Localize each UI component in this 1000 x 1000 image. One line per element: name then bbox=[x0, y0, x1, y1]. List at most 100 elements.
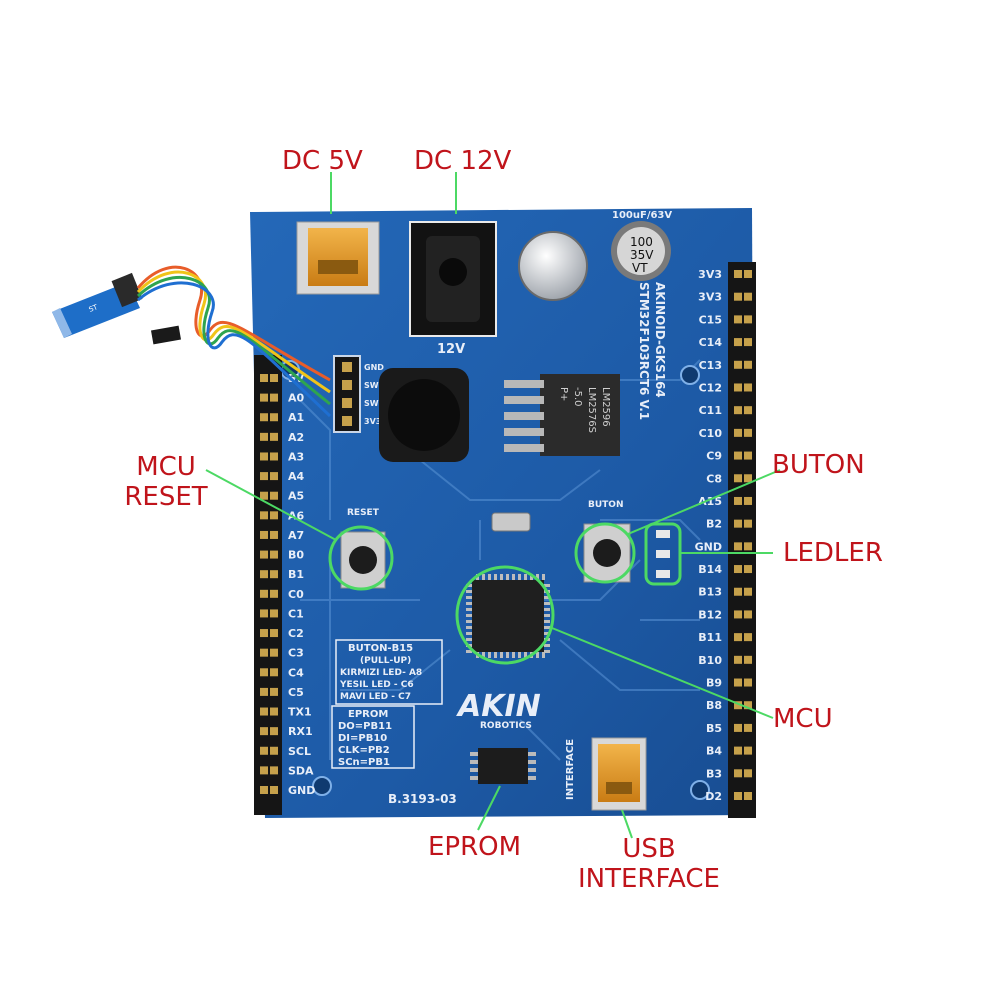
status-leds bbox=[656, 530, 670, 578]
callout-ledler: LEDLER bbox=[783, 538, 883, 568]
callout-mcu: MCU bbox=[773, 704, 833, 734]
header-pin bbox=[270, 530, 278, 539]
right-pin-label: B9 bbox=[706, 677, 722, 690]
regulator-text: P+ bbox=[558, 387, 569, 401]
header-pin bbox=[734, 292, 742, 301]
right-pin-label: 3V3 bbox=[698, 268, 722, 281]
header-pin bbox=[260, 530, 268, 539]
header-pin bbox=[260, 511, 268, 520]
right-pin-label: B4 bbox=[706, 745, 722, 758]
header-pin bbox=[744, 565, 752, 574]
swd-pin-label: SWD bbox=[364, 399, 386, 408]
header-pin bbox=[734, 701, 742, 710]
header-pin bbox=[260, 668, 268, 677]
info-box-line: (PULL-UP) bbox=[360, 656, 411, 666]
model-line-2: STM32F103RCT6 V.1 bbox=[637, 282, 651, 420]
eprom-info-line: DI=PB10 bbox=[338, 733, 387, 744]
header-pin bbox=[734, 542, 742, 551]
left-pin-label: A1 bbox=[288, 411, 304, 424]
user-button bbox=[583, 523, 631, 583]
info-box-line: MAVI LED - C7 bbox=[340, 692, 411, 702]
akin-logo: AKIN bbox=[456, 689, 541, 724]
left-pin-label: A3 bbox=[288, 450, 304, 463]
header-pin bbox=[734, 406, 742, 415]
swd-pin-label: GND bbox=[364, 363, 384, 372]
callout-usb-line1: USB bbox=[622, 834, 676, 864]
mcu-pin bbox=[536, 652, 539, 658]
callout-usb-line2: INTERFACE bbox=[578, 864, 720, 894]
header-pin bbox=[734, 565, 742, 574]
header-pin bbox=[260, 786, 268, 794]
left-pin-label: C1 bbox=[288, 607, 304, 620]
header-pin bbox=[734, 360, 742, 369]
left-pin-label: A4 bbox=[288, 470, 305, 483]
cap-text: 35V bbox=[630, 248, 654, 262]
power-jack-label: 12V bbox=[437, 342, 465, 357]
eprom-chip bbox=[470, 748, 536, 784]
mcu-pin bbox=[466, 632, 472, 635]
header-pin bbox=[744, 451, 752, 460]
callout-usb-interface: USB INTERFACE bbox=[574, 834, 724, 894]
mcu-pin bbox=[466, 602, 472, 605]
mcu-pin bbox=[512, 652, 515, 658]
mcu-pin bbox=[488, 652, 491, 658]
header-pin bbox=[744, 792, 752, 800]
mcu-pin bbox=[544, 644, 550, 647]
mcu-pin bbox=[524, 652, 527, 658]
mini-usb-5v-connector bbox=[296, 221, 380, 295]
header-pin bbox=[744, 678, 752, 687]
mcu-pin bbox=[494, 652, 497, 658]
left-pin-label: RX1 bbox=[288, 725, 313, 738]
mcu-pin bbox=[466, 608, 472, 611]
header-pin bbox=[260, 491, 268, 500]
header-pin bbox=[734, 338, 742, 347]
mcu-pin bbox=[544, 614, 550, 617]
mcu-chip bbox=[466, 574, 550, 658]
mcu-pin bbox=[544, 608, 550, 611]
header-pin bbox=[270, 707, 278, 716]
header-pin bbox=[734, 496, 742, 505]
header-pin bbox=[744, 338, 752, 347]
reset-button bbox=[340, 531, 386, 589]
header-pin bbox=[744, 655, 752, 664]
header-pin bbox=[734, 428, 742, 437]
regulator-text: LM2596 bbox=[600, 387, 611, 427]
header-pin bbox=[270, 609, 278, 618]
mini-usb-interface-connector bbox=[591, 737, 647, 811]
header-pin bbox=[270, 668, 278, 677]
header-pin bbox=[270, 491, 278, 500]
left-pin-label: A2 bbox=[288, 431, 304, 444]
header-pin bbox=[270, 570, 278, 579]
mcu-pin bbox=[524, 574, 527, 580]
left-pin-label: C2 bbox=[288, 627, 304, 640]
right-pin-label: B12 bbox=[698, 608, 722, 621]
header-pin bbox=[270, 766, 278, 775]
header-pin bbox=[260, 687, 268, 696]
mcu-pin bbox=[488, 574, 491, 580]
header-pin bbox=[734, 474, 742, 483]
header-pin bbox=[734, 451, 742, 460]
header-pin bbox=[744, 542, 752, 551]
eprom-info-line: CLK=PB2 bbox=[338, 745, 390, 756]
header-pin bbox=[744, 315, 752, 324]
mcu-pin bbox=[466, 638, 472, 641]
header-pin bbox=[744, 610, 752, 619]
header-pin bbox=[744, 496, 752, 505]
header-pin bbox=[734, 678, 742, 687]
header-pin bbox=[270, 511, 278, 520]
header-pin bbox=[270, 472, 278, 481]
right-pin-label: C11 bbox=[699, 404, 722, 417]
model-line-1: AKINOID-GKS164 bbox=[653, 282, 667, 398]
left-pin-label: A7 bbox=[288, 529, 304, 542]
dupont-connector bbox=[150, 325, 182, 345]
right-pin-label: B2 bbox=[706, 518, 722, 531]
eprom-info-title: EPROM bbox=[348, 709, 388, 720]
header-pin bbox=[744, 587, 752, 596]
left-pin-label: B0 bbox=[288, 549, 304, 562]
left-pin-label: A6 bbox=[288, 509, 305, 522]
mcu-pin bbox=[536, 574, 539, 580]
right-pin-label: B11 bbox=[698, 631, 722, 644]
header-pin bbox=[744, 769, 752, 778]
buton-highlight bbox=[574, 522, 636, 584]
